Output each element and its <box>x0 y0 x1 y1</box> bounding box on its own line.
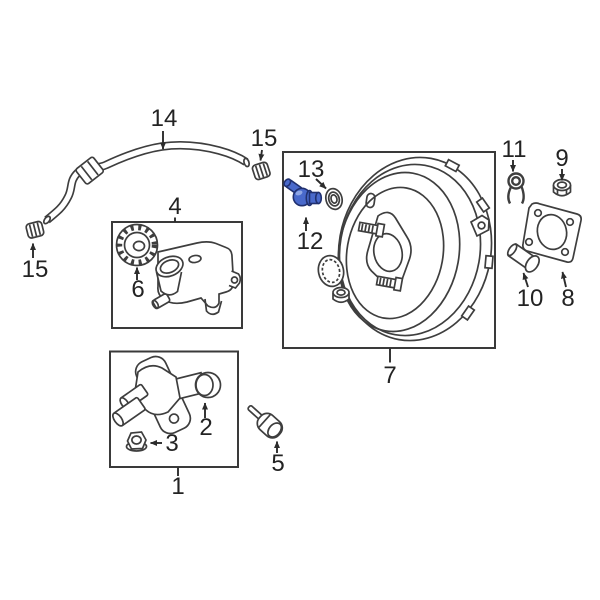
callout-leaders <box>30 131 567 476</box>
booster-gasket-drawing[interactable] <box>521 202 583 264</box>
flange-nut-lower-drawing[interactable] <box>125 431 148 452</box>
master-cylinder-drawing[interactable] <box>111 353 222 437</box>
hose-cap-left-drawing[interactable] <box>25 220 45 239</box>
callout-4[interactable]: 4 <box>168 193 181 220</box>
vacuum-check-valve-drawing[interactable] <box>283 178 323 207</box>
booster-small-nut-drawing <box>332 286 350 304</box>
fluid-level-sensor-drawing[interactable] <box>243 400 286 442</box>
booster-seal-ring-drawing <box>317 254 345 288</box>
reservoir-cap-drawing[interactable] <box>115 223 159 267</box>
callout-1[interactable]: 1 <box>171 473 184 500</box>
callout-11[interactable]: 11 <box>502 136 527 163</box>
booster-stud-upper <box>357 221 386 238</box>
callout-9[interactable]: 9 <box>555 145 568 172</box>
callout-7[interactable]: 7 <box>383 362 396 389</box>
booster-nut-drawing[interactable] <box>552 178 572 197</box>
hose-fitting <box>75 156 105 185</box>
callout-8[interactable]: 8 <box>561 285 574 312</box>
reservoir-tank-drawing[interactable] <box>151 241 242 316</box>
booster-stud-lower <box>375 275 404 292</box>
callout-5[interactable]: 5 <box>271 450 284 477</box>
valve-grommet-drawing[interactable] <box>324 187 345 211</box>
hose-cap-right-drawing[interactable] <box>251 161 271 181</box>
callout-14[interactable]: 14 <box>151 105 178 132</box>
callout-12[interactable]: 12 <box>297 228 324 255</box>
callout-6[interactable]: 6 <box>131 276 144 303</box>
callout-13[interactable]: 13 <box>298 156 325 183</box>
callout-15-right[interactable]: 15 <box>251 125 278 152</box>
spacer-bushing-drawing[interactable] <box>505 241 542 275</box>
callout-10[interactable]: 10 <box>517 285 544 312</box>
callout-15-left[interactable]: 15 <box>22 256 49 283</box>
callout-3[interactable]: 3 <box>165 430 178 457</box>
brake-booster-drawing[interactable] <box>324 145 506 353</box>
booster-bracket <box>469 214 490 238</box>
reservoir-hose-drawing[interactable] <box>42 140 251 225</box>
retaining-clip-drawing[interactable] <box>507 172 525 205</box>
callout-2[interactable]: 2 <box>199 414 212 441</box>
